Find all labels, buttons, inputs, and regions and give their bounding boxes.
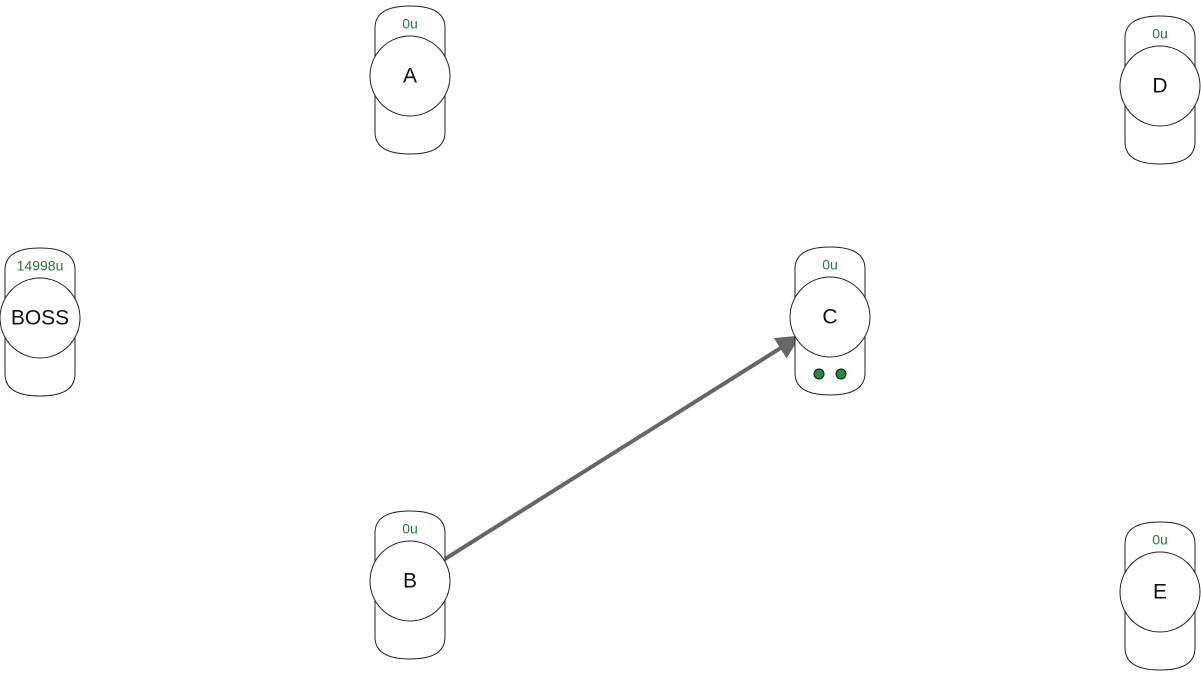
node-circle [789,276,871,358]
edges-layer [441,335,801,562]
node-balance: 0u [402,521,418,537]
node-label: B [403,570,417,593]
node-label: C [822,306,837,329]
node-circle [1119,551,1201,633]
edge-b-to-c [441,335,801,562]
node-balance: 0u [822,257,838,273]
node-circle [0,277,81,359]
node-e[interactable]: E 0u [1119,521,1201,671]
node-d[interactable]: D 0u [1119,15,1201,165]
node-balance: 0u [402,16,418,32]
token-dot [835,368,847,380]
node-circle [1119,45,1201,127]
node-circle [369,35,451,117]
node-a[interactable]: A 0u [369,5,451,155]
node-b[interactable]: B 0u [369,510,451,660]
node-balance: 14998u [17,258,64,274]
node-label: D [1152,75,1167,98]
token-dot [813,368,825,380]
node-balance: 0u [1152,26,1168,42]
node-boss[interactable]: BOSS 14998u [0,247,81,397]
node-circle [369,540,451,622]
node-label: BOSS [11,307,69,330]
node-label: E [1153,581,1167,604]
node-c[interactable]: C 0u [789,246,871,396]
node-label: A [403,65,417,88]
node-balance: 0u [1152,532,1168,548]
